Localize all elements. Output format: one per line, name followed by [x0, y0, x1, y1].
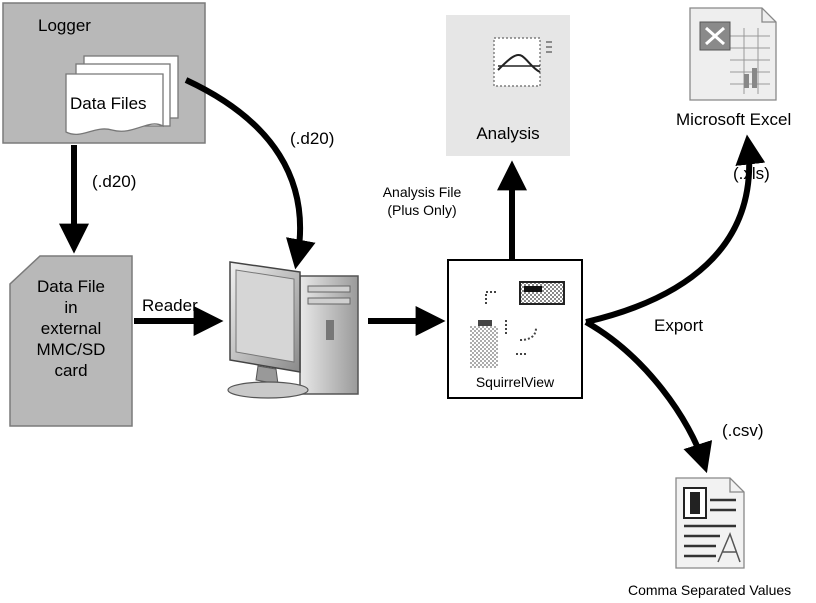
excel-icon: [689, 7, 777, 101]
sd-card-line: external: [40, 319, 102, 338]
csv-label: Comma Separated Values: [628, 582, 792, 598]
analysis-file-line: Analysis File: [382, 184, 462, 200]
data-files-label: Data Files: [70, 94, 147, 113]
logger-to-card-label: (.d20): [92, 172, 137, 191]
sd-card-line: MMC/SD: [36, 340, 106, 359]
reader-label: Reader: [142, 296, 198, 315]
sd-card-label: Data File in external MMC/SD card: [12, 276, 130, 381]
csv-icon: [675, 477, 745, 569]
sd-card-line: Data File: [36, 277, 106, 296]
sd-card-line: in: [64, 298, 78, 317]
logger-label: Logger: [38, 16, 91, 35]
arrow-to-csv: [584, 319, 713, 474]
squirrelview-node: [447, 259, 583, 399]
computer-icon: [227, 261, 359, 399]
logger-to-computer-label: (.d20): [290, 129, 335, 148]
excel-label: Microsoft Excel: [676, 110, 792, 129]
arrow-logger-to-computer: [184, 77, 316, 270]
analysis-file-label: Analysis File (Plus Only): [362, 183, 482, 219]
analysis-chart-icon: [493, 37, 552, 87]
squirrelview-label: SquirrelView: [475, 374, 555, 390]
xls-label: (.xls): [733, 164, 770, 183]
export-label: Export: [654, 316, 704, 335]
sd-card-node: [9, 255, 133, 427]
arrow-to-excel: [585, 134, 766, 325]
csv-ext-label: (.csv): [722, 421, 764, 440]
analysis-file-line: (Plus Only): [387, 202, 457, 218]
squirrelview-icon: [470, 281, 565, 368]
analysis-label: Analysis: [476, 124, 540, 143]
data-files-icon: [65, 73, 164, 136]
logger-node: [2, 2, 206, 144]
sd-card-line: card: [54, 361, 88, 380]
analysis-node: [446, 15, 570, 156]
